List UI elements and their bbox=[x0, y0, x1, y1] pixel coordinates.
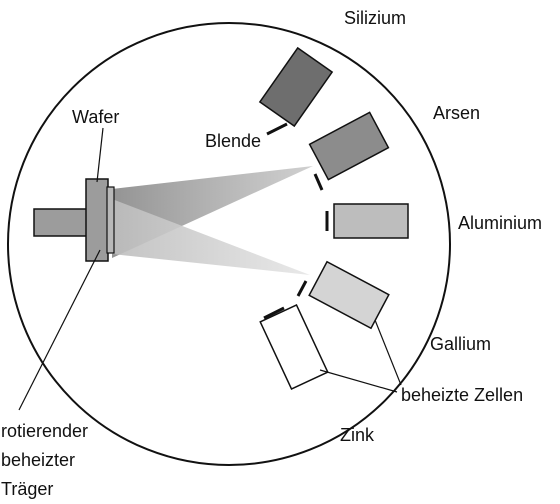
label-blende: Blende bbox=[205, 131, 261, 151]
zink-shutter bbox=[263, 306, 285, 320]
arsen-shutter bbox=[313, 173, 324, 191]
gallium-shutter bbox=[296, 280, 308, 297]
silizium-shutter bbox=[266, 122, 288, 136]
silizium-cell bbox=[258, 46, 334, 128]
gallium-cell bbox=[308, 260, 390, 330]
zink-cell bbox=[259, 304, 329, 390]
holder-plate bbox=[85, 178, 109, 262]
label-arsen: Arsen bbox=[433, 103, 480, 123]
label-holder-line1: rotierender bbox=[1, 421, 88, 441]
label-heated-cells: beheizte Zellen bbox=[401, 385, 523, 405]
label-holder-line3: Träger bbox=[1, 479, 53, 499]
wafer-leader bbox=[96, 127, 104, 183]
vacuum-chamber bbox=[7, 22, 451, 466]
label-silizium: Silizium bbox=[344, 8, 406, 28]
wafer bbox=[106, 186, 115, 254]
arsen-cell bbox=[308, 111, 390, 181]
label-zink: Zink bbox=[340, 425, 375, 445]
holder-leader bbox=[18, 249, 101, 411]
label-aluminium: Aluminium bbox=[458, 213, 542, 233]
gallium-beam bbox=[112, 199, 310, 275]
label-wafer: Wafer bbox=[72, 107, 119, 127]
aluminium-cell bbox=[333, 203, 409, 239]
heated-cells-leader-zink bbox=[319, 369, 398, 393]
label-holder-line2: beheizter bbox=[1, 450, 75, 470]
heated-cells-leader-gallium bbox=[374, 319, 402, 386]
holder-shaft bbox=[33, 208, 88, 237]
label-gallium: Gallium bbox=[430, 334, 491, 354]
